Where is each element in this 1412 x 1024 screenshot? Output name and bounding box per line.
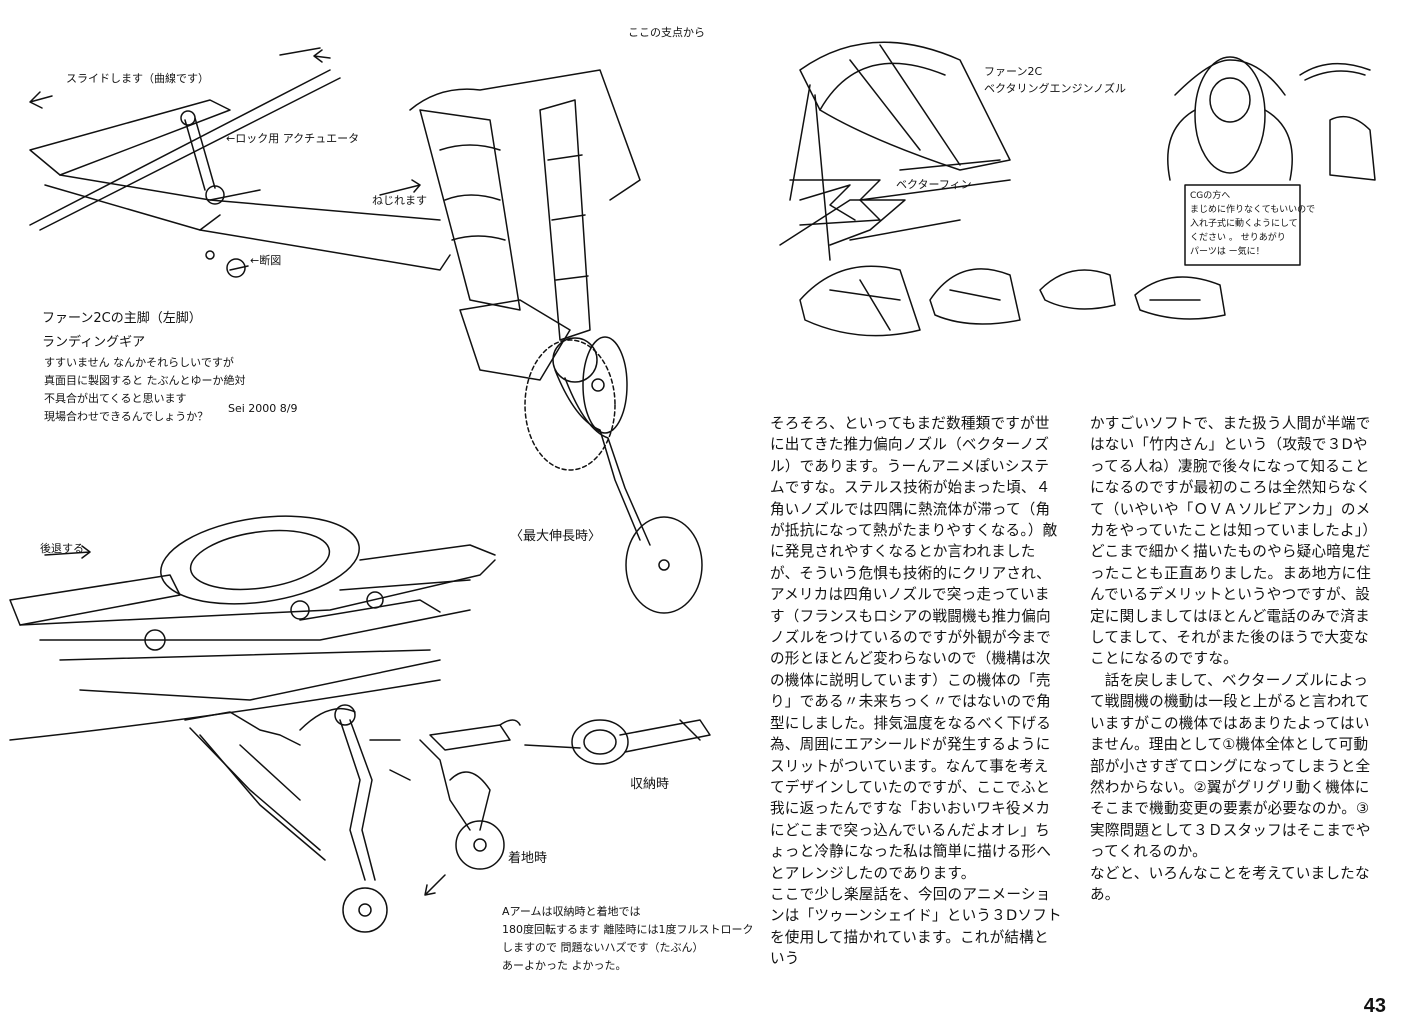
small-gear-diagrams — [184, 704, 711, 933]
landing-label: 着地時 — [508, 850, 547, 866]
cg-note-line-4: ください 。 せりあがり — [1190, 231, 1286, 243]
vector-fin-label: ベクターフィン — [896, 178, 972, 191]
cg-note-line-1: CGの方へ — [1190, 189, 1230, 201]
bottom-note-line-4: あーよかった よかった。 — [502, 959, 627, 972]
gear-subtitle: ランディングギア — [42, 334, 145, 350]
bottom-note-line-1: Aアームは収納時と着地では — [502, 904, 641, 918]
bottom-note-line-2: 180度回転するます 離陸時には1度フルストローク — [502, 922, 754, 936]
right-sketch-annotations: ファーン2C ベクタリングエンジンノズル ベクターフィン CGの方へ まじめに作… — [896, 65, 1315, 257]
apology-line-3: 不具合が出てくると思います — [44, 391, 186, 405]
article-column-2: かすごいソフトで、また扱う人間が半端ではない「竹内さん」という（攻殻で３Dやって… — [1090, 415, 1378, 903]
signature: Sei 2000 8/9 — [228, 402, 298, 415]
note-pivot-here: ここの支点から — [628, 26, 705, 39]
apology-line-4: 現場合わせできるんでしょうか？ — [44, 409, 208, 423]
retracted-label: 収納時 — [630, 777, 669, 792]
apology-line-1: すすいません なんかそれらしいですが — [44, 355, 234, 369]
max-extension-label: 〈最大伸長時〉 — [510, 529, 601, 544]
article-column-1: そろそろ、といってもまだ数種類ですが世に出てきた推力偏向ノズル（ベクターノズル）… — [770, 415, 1062, 968]
apology-line-2: 真面目に製図すると たぶんとゆーか絶対 — [44, 373, 246, 387]
bottom-note-line-3: しますので 問題ないハズです（たぶん） — [502, 940, 704, 954]
engine-nozzle-drawings — [779, 41, 1376, 337]
engine-title: ファーン2C — [984, 65, 1042, 78]
note-cross-section: ←断図 — [250, 253, 281, 267]
note-lock-actuator: ←ロック用 アクチュエータ — [226, 132, 359, 145]
gear-title: ファーン2Cの主脚（左脚） — [42, 310, 202, 326]
engine-subtitle: ベクタリングエンジンノズル — [984, 81, 1126, 95]
page-number: 43 — [1363, 995, 1386, 1017]
note-slide: スライドします（曲線です） — [66, 71, 209, 85]
landing-gear-extended-drawing — [29, 47, 703, 614]
cg-note-line-2: まじめに作りなくてもいいので — [1190, 203, 1315, 215]
note-twist: ねじれます — [372, 194, 427, 207]
cg-note-line-3: 入れ子式に動くようにして — [1190, 217, 1298, 229]
left-sketch-annotations: ここの支点から スライドします（曲線です） ←ロック用 アクチュエータ ねじれま… — [40, 26, 754, 972]
landing-gear-retracted-drawing — [9, 515, 496, 741]
retract-note: 後退する — [40, 541, 84, 555]
cg-note-line-5: パーツは ー気に！ — [1190, 245, 1265, 257]
